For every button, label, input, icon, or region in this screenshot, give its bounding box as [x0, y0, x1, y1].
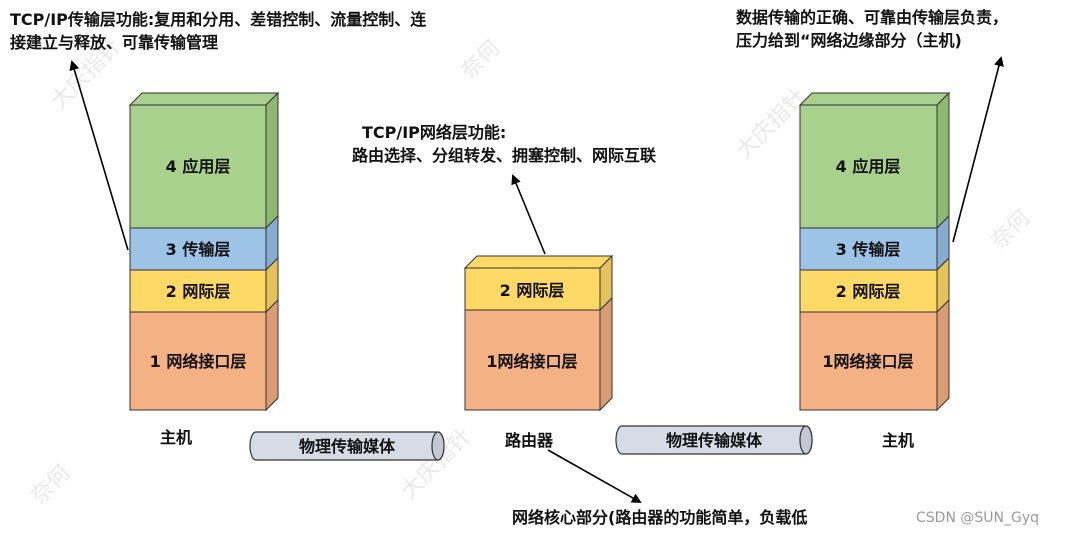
left-label-internet: 2 网际层 [166, 282, 231, 301]
left-host-stack: 4 应用层 3 传输层 2 网际层 1 网络接口层 [128, 91, 280, 412]
edge-responsibility-line1: 数据传输的正确、可靠由传输层负责， [736, 8, 1009, 27]
left-physical-media: 物理传输媒体 [249, 431, 445, 461]
edge-responsibility-note: 数据传输的正确、可靠由传输层负责， 压力给到“网络边缘部分（主机) [736, 6, 1008, 52]
network-function-note: TCP/IP网络层功能: 路由选择、分组转发、拥塞控制、网际互联 [352, 121, 656, 167]
transport-function-line2: 接建立与释放、可靠传输管理 [10, 33, 219, 52]
router-stack: 2 网际层 1网络接口层 [463, 254, 614, 412]
right-media-label: 物理传输媒体 [666, 431, 763, 450]
router-label-internet: 2 网际层 [500, 281, 565, 300]
right-layer-transport [799, 227, 938, 271]
arrow-router-network-note [511, 174, 546, 255]
watermark-text: 大庆指针 [732, 84, 812, 164]
left-label-link: 1 网络接口层 [150, 352, 247, 371]
edge-responsibility-line2: 压力给到“网络边缘部分（主机) [736, 31, 962, 50]
network-function-line1: TCP/IP网络层功能: [362, 123, 507, 142]
router-layer-link [464, 309, 601, 411]
right-side-link [936, 298, 950, 412]
arrow-router-core-note [547, 449, 642, 503]
router-layer-internet [464, 267, 601, 311]
right-layer-internet [799, 269, 938, 313]
left-label-transport: 3 传输层 [166, 240, 231, 259]
right-host-caption: 主机 [882, 431, 915, 450]
right-physical-media: 物理传输媒体 [615, 425, 813, 455]
left-side-link [265, 298, 279, 412]
transport-function-note: TCP/IP传输层功能:复用和分用、差错控制、流量控制、连 接建立与释放、可靠传… [10, 8, 426, 54]
left-layer-link [129, 311, 267, 411]
right-stack-top [798, 92, 951, 106]
router-label-link: 1网络接口层 [486, 352, 577, 371]
right-layer-application [799, 104, 938, 229]
left-side-application [265, 91, 279, 230]
right-label-application: 4 应用层 [836, 157, 901, 176]
right-side-application [936, 91, 950, 230]
watermark-text: 奈何 [457, 35, 506, 84]
transport-function-line1: TCP/IP传输层功能:复用和分用、差错控制、流量控制、连 [10, 10, 427, 29]
network-function-line2: 路由选择、分组转发、拥塞控制、网际互联 [352, 146, 657, 165]
left-label-application: 4 应用层 [166, 157, 231, 176]
router-stack-top [463, 255, 614, 269]
right-label-internet: 2 网际层 [836, 282, 901, 301]
router-side-link [599, 296, 613, 412]
left-host-caption: 主机 [160, 428, 193, 447]
network-core-note: 网络核心部分(路由器的功能简单，负载低 [512, 508, 808, 527]
left-media-cap [431, 431, 445, 461]
right-label-transport: 3 传输层 [836, 240, 901, 259]
arrow-right-transport-note [952, 56, 1004, 243]
left-stack-top [128, 92, 280, 106]
csdn-credit: CSDN @SUN_Gyq [916, 510, 1039, 526]
right-media-cap [799, 425, 813, 455]
router-caption: 路由器 [505, 431, 554, 450]
arrow-left-transport-note [69, 60, 129, 251]
left-layer-transport [129, 227, 267, 271]
right-label-link: 1网络接口层 [822, 352, 913, 371]
watermark-text: 奈何 [987, 205, 1036, 254]
watermark-text: 奈何 [27, 460, 76, 509]
right-host-stack: 4 应用层 3 传输层 2 网际层 1网络接口层 [798, 91, 951, 412]
left-media-label: 物理传输媒体 [299, 437, 396, 456]
right-layer-link [799, 311, 938, 411]
